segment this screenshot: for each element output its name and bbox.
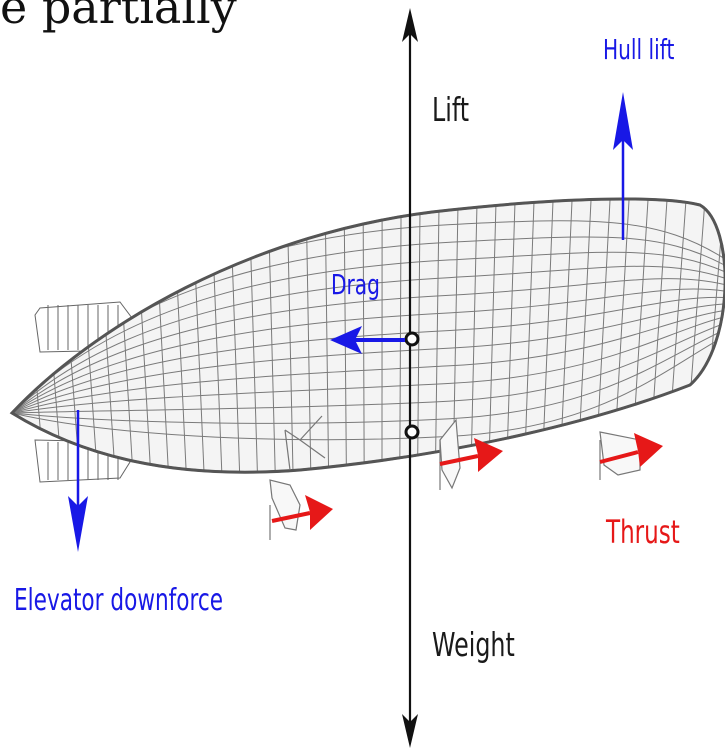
hull-stringer — [12, 265, 725, 414]
hull-stringer — [12, 296, 725, 414]
hull-stringer — [12, 316, 725, 414]
hull-stringer — [12, 278, 725, 414]
hull-stringer — [12, 335, 725, 441]
hull-stringer — [12, 288, 725, 414]
lift-label: Lift — [432, 90, 470, 129]
center-of-buoyancy-marker — [404, 331, 420, 347]
thrust-arrowhead-icon — [305, 495, 333, 530]
hull-lift-arrowhead-icon — [613, 92, 633, 150]
lift-arrowhead-icon — [402, 8, 418, 42]
blue-force-arrows — [68, 92, 633, 552]
hull-lift-label: Hull lift — [603, 33, 675, 66]
hull-stringer — [12, 309, 725, 414]
elevator-downforce-arrowhead-icon — [68, 496, 88, 552]
thrust-arrows — [271, 433, 663, 530]
hull-stringer — [12, 322, 725, 414]
hull-rib — [38, 198, 65, 473]
thrust-arrowhead-icon — [634, 433, 663, 467]
center-of-gravity-marker — [404, 424, 420, 440]
drag-arrowhead-icon — [330, 326, 362, 354]
weight-arrowhead-icon — [402, 714, 418, 748]
hull-stringer — [12, 303, 725, 414]
hull-rib — [434, 198, 440, 473]
drag-label: Drag — [331, 268, 380, 301]
weight-label: Weight — [432, 625, 515, 664]
thrust-label: Thrust — [606, 513, 680, 551]
elevator-downforce-label: Elevator downforce — [14, 583, 224, 618]
thrust-arrowhead-icon — [474, 438, 503, 472]
cropped-caption-text: e partially — [0, 0, 237, 34]
vertical-force-axis — [402, 8, 420, 748]
hull-rib — [19, 198, 47, 473]
hull-stringer — [12, 329, 725, 424]
